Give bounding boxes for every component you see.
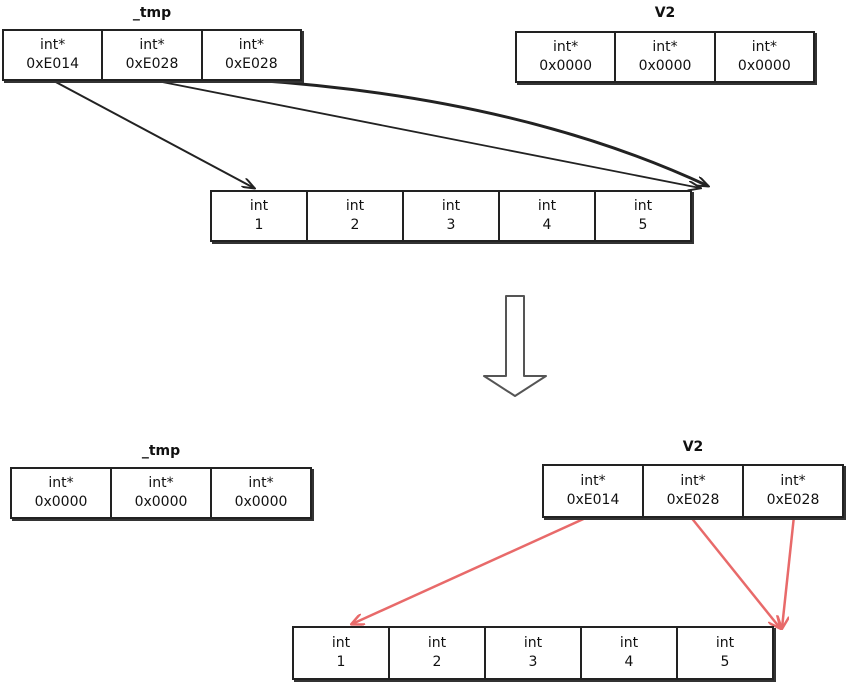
cell-value: 0x0000 — [34, 494, 88, 510]
top-int-cell-3: int 4 — [498, 192, 594, 240]
cell-type: int — [715, 635, 735, 651]
cell-value: 0xE028 — [224, 56, 278, 72]
cell-type: int* — [248, 475, 274, 491]
cell-type: int — [345, 198, 365, 214]
cell-type: int* — [780, 473, 806, 489]
top-v2-array: int* 0x0000 int* 0x0000 int* 0x0000 — [515, 31, 815, 83]
cell-value: 1 — [254, 217, 264, 233]
bottom-tmp-cell-0: int* 0x0000 — [12, 469, 110, 517]
top-int-cell-1: int 2 — [306, 192, 402, 240]
bottom-tmp-label: _tmp — [141, 443, 181, 459]
top-v2-cell-2: int* 0x0000 — [713, 33, 813, 81]
cell-value: 0x0000 — [234, 494, 288, 510]
bottom-int-cell-4: int 5 — [676, 628, 772, 678]
top-int-cell-2: int 3 — [402, 192, 498, 240]
bottom-v2-cell-1: int* 0xE028 — [642, 466, 742, 516]
top-v2-cell-0: int* 0x0000 — [517, 33, 614, 81]
cell-value: 2 — [350, 217, 360, 233]
bottom-int-array: int 1 int 2 int 3 int 4 int 5 — [292, 626, 774, 680]
top-tmp-label: _tmp — [132, 5, 172, 21]
top-tmp-cell-1: int* 0xE028 — [101, 31, 200, 79]
cell-type: int* — [553, 39, 579, 55]
bottom-v2-label: V2 — [682, 439, 704, 455]
cell-value: 4 — [542, 217, 552, 233]
cell-value: 4 — [624, 654, 634, 670]
top-int-cell-4: int 5 — [594, 192, 690, 240]
cell-type: int — [633, 198, 653, 214]
cell-type: int* — [652, 39, 678, 55]
pointer-arrow-tmp0-to-int1 — [51, 79, 254, 188]
cell-value: 0x0000 — [539, 58, 593, 74]
cell-value: 0xE028 — [666, 492, 720, 508]
pointer-arrow-tmp1-to-int5 — [151, 79, 700, 188]
top-v2-cell-1: int* 0x0000 — [614, 33, 713, 81]
bottom-v2-cell-0: int* 0xE014 — [544, 466, 642, 516]
cell-value: 0x0000 — [737, 58, 791, 74]
cell-value: 5 — [720, 654, 730, 670]
bottom-v2-cell-2: int* 0xE028 — [742, 466, 842, 516]
cell-type: int* — [580, 473, 606, 489]
cell-value: 2 — [432, 654, 442, 670]
bottom-tmp-cell-1: int* 0x0000 — [110, 469, 210, 517]
cell-value: 0xE014 — [26, 56, 80, 72]
pointer-arrow-v2-1-to-int5 — [689, 515, 780, 628]
cell-value: 0x0000 — [638, 58, 692, 74]
cell-value: 0x0000 — [134, 494, 188, 510]
cell-type: int — [441, 198, 461, 214]
cell-type: int* — [40, 37, 66, 53]
cell-value: 3 — [446, 217, 456, 233]
cell-type: int — [249, 198, 269, 214]
cell-type: int* — [139, 37, 165, 53]
top-int-cell-0: int 1 — [212, 192, 306, 240]
top-int-array: int 1 int 2 int 3 int 4 int 5 — [210, 190, 692, 242]
cell-type: int — [331, 635, 351, 651]
cell-value: 1 — [336, 654, 346, 670]
cell-type: int* — [680, 473, 706, 489]
top-tmp-cell-2: int* 0xE028 — [200, 31, 300, 79]
cell-value: 5 — [638, 217, 648, 233]
cell-value: 3 — [528, 654, 538, 670]
cell-type: int — [427, 635, 447, 651]
bottom-int-cell-2: int 3 — [484, 628, 580, 678]
pointer-arrow-tmp2-to-int5 — [251, 78, 708, 186]
cell-type: int* — [48, 475, 74, 491]
bottom-v2-array: int* 0xE014 int* 0xE028 int* 0xE028 — [542, 464, 844, 518]
cell-type: int* — [751, 39, 777, 55]
pointer-arrow-v2-0-to-int1 — [352, 514, 591, 624]
cell-value: 0xE014 — [566, 492, 620, 508]
bottom-int-cell-3: int 4 — [580, 628, 676, 678]
transition-down-arrow — [483, 295, 547, 397]
bottom-tmp-cell-2: int* 0x0000 — [210, 469, 310, 517]
pointer-arrow-v2-2-to-int5 — [782, 515, 796, 628]
cell-type: int — [523, 635, 543, 651]
cell-value: 0xE028 — [766, 492, 820, 508]
bottom-tmp-array: int* 0x0000 int* 0x0000 int* 0x0000 — [10, 467, 312, 519]
top-tmp-cell-0: int* 0xE014 — [4, 31, 101, 79]
bottom-int-cell-0: int 1 — [294, 628, 388, 678]
cell-type: int* — [238, 37, 264, 53]
cell-type: int* — [148, 475, 174, 491]
cell-type: int — [619, 635, 639, 651]
cell-value: 0xE028 — [125, 56, 179, 72]
bottom-int-cell-1: int 2 — [388, 628, 484, 678]
cell-type: int — [537, 198, 557, 214]
top-v2-label: V2 — [654, 5, 676, 21]
top-tmp-array: int* 0xE014 int* 0xE028 int* 0xE028 — [2, 29, 302, 81]
